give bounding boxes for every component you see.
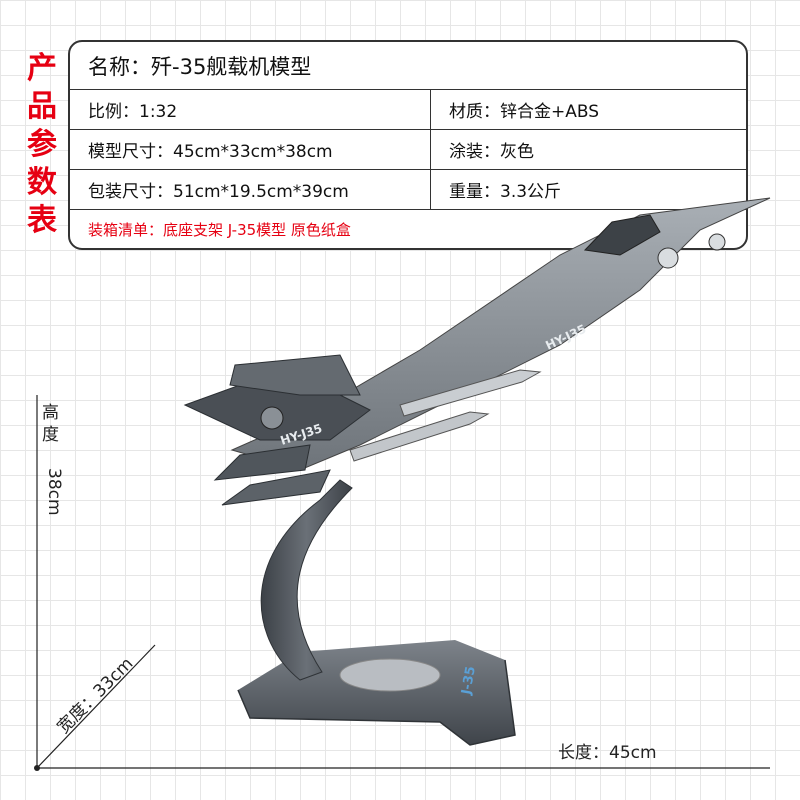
- title-char: 参: [27, 127, 57, 162]
- radiation-icon: [708, 233, 726, 251]
- spec-scale: 比例：1:32: [88, 101, 178, 122]
- title-char: 表: [27, 203, 57, 238]
- spec-package-size: 包装尺寸：51cm*19.5cm*39cm: [88, 181, 349, 202]
- spec-material: 材质：锌合金+ABS: [430, 89, 746, 129]
- dimension-lines: [36, 395, 770, 769]
- spec-name: 名称：歼-35舰载机模型: [88, 54, 312, 79]
- spec-table: 名称：歼-35舰载机模型 比例：1:32 材质：锌合金+ABS 模型尺寸：45c…: [68, 40, 748, 250]
- spec-packing-list: 装箱清单：底座支架 J-35模型 原色纸盒: [88, 220, 351, 239]
- length-label: 长度：45cm: [558, 743, 657, 763]
- tail-emblem-icon: [260, 406, 284, 430]
- title-char: 数: [27, 165, 57, 200]
- height-value: 38cm: [44, 468, 64, 516]
- spec-paint: 涂装：灰色: [430, 129, 746, 169]
- base-marking: J-35: [459, 665, 479, 696]
- origin-dot: [34, 765, 40, 771]
- product-params-title: 产 品 参 数 表: [22, 50, 62, 240]
- spec-row-scale: 比例：1:32 材质：锌合金+ABS: [70, 89, 746, 130]
- jet-model: HY-J35 HY-J35: [183, 197, 771, 506]
- spec-row-size: 模型尺寸：45cm*33cm*38cm 涂装：灰色: [70, 129, 746, 170]
- title-char: 品: [27, 89, 57, 124]
- curved-stand: [260, 479, 353, 681]
- spec-weight: 重量：3.3公斤: [430, 169, 746, 209]
- spec-row-name: 名称：歼-35舰载机模型: [70, 42, 746, 90]
- title-char: 产: [27, 51, 57, 86]
- spec-row-package: 包装尺寸：51cm*19.5cm*39cm 重量：3.3公斤: [70, 169, 746, 210]
- height-label: 高度: [42, 403, 59, 445]
- spec-model-size: 模型尺寸：45cm*33cm*38cm: [88, 141, 333, 162]
- insignia-icon: [657, 247, 679, 269]
- spec-row-packing: 装箱清单：底座支架 J-35模型 原色纸盒: [70, 209, 746, 249]
